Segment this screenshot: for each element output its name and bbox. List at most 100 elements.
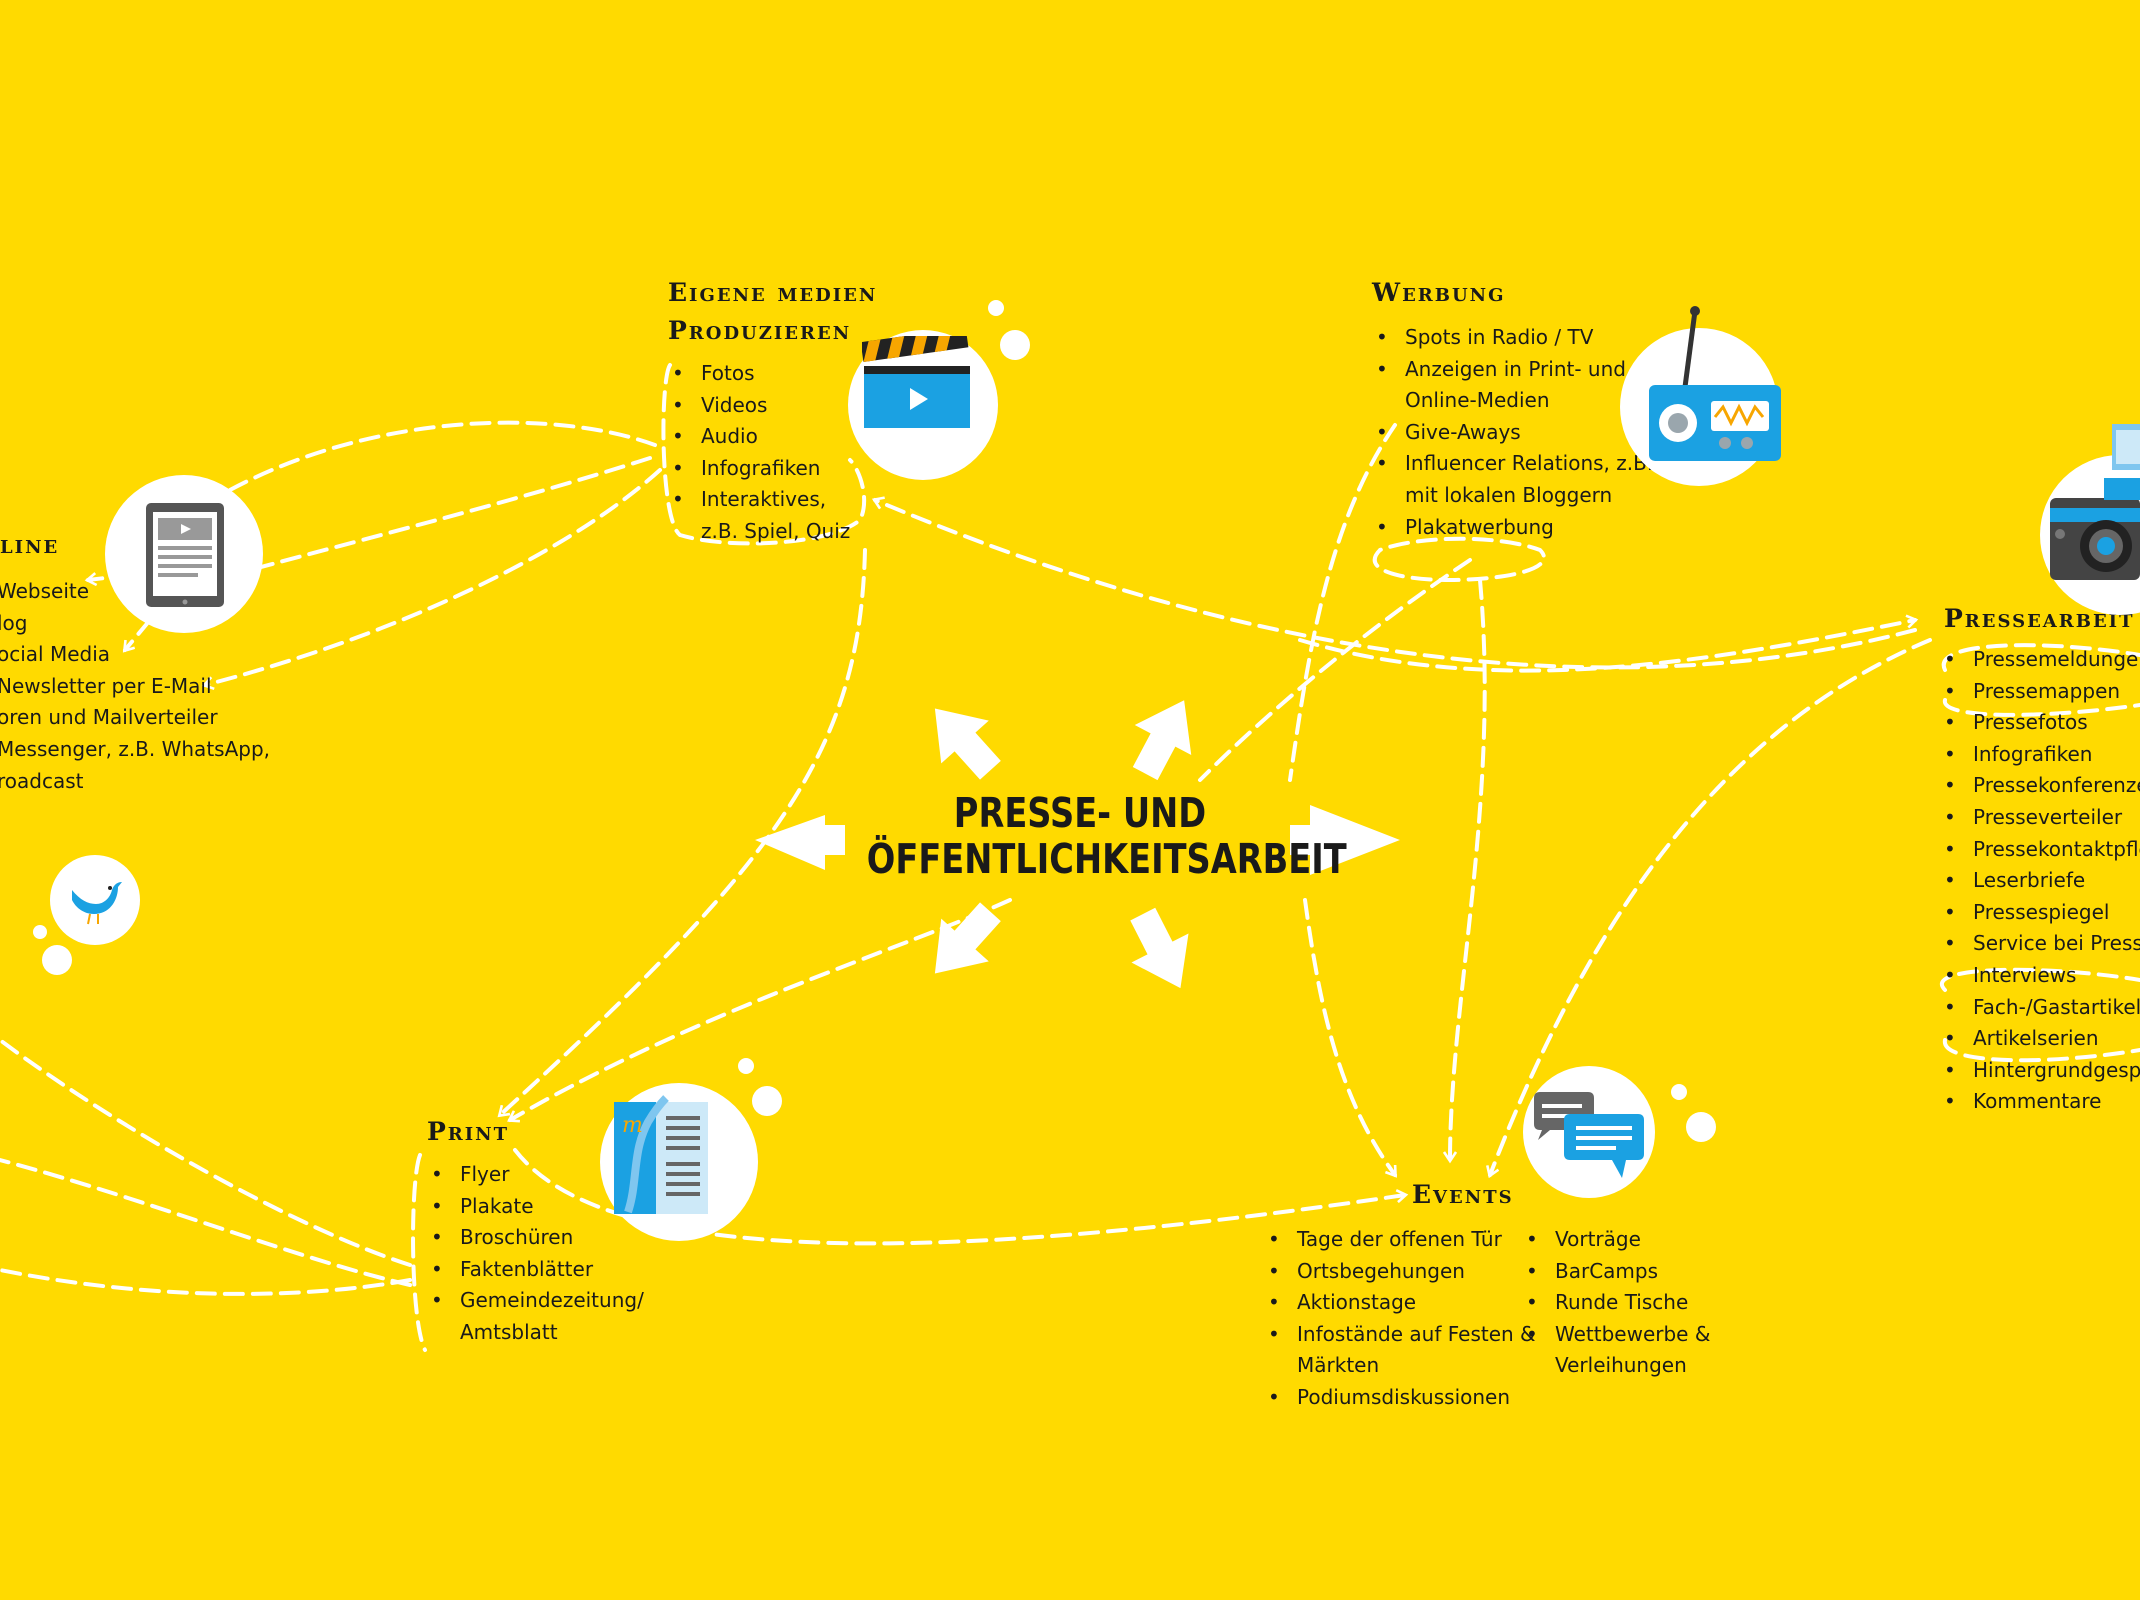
list-item: Pressekontaktpflege	[1940, 834, 2140, 866]
speech-bubbles-icon	[1534, 1092, 1644, 1178]
list-item: Spots in Radio / TV	[1372, 322, 1653, 354]
svg-text:m: m	[622, 1113, 643, 1138]
small-bubble	[1686, 1112, 1716, 1142]
list-item: Wettbewerbe & Verleihungen	[1522, 1319, 1710, 1382]
small-bubble	[988, 300, 1004, 316]
list-item: Gemeindezeitung/Amtsblatt	[427, 1285, 644, 1348]
section-pressearbeit: Pressearbeit Pressemeldungen Pressemappe…	[1940, 600, 2140, 1118]
list-item: Pressemeldungen	[1940, 644, 2140, 676]
item-line: Anzeigen in Print- und	[1405, 356, 1626, 381]
list-item: log	[0, 608, 270, 640]
center-title-line1: PRESSE- UND	[953, 789, 1207, 837]
list-item: Infostände auf Festen & Märkten	[1264, 1319, 1536, 1382]
center-title: PRESSE- UND ÖFFENTLICHKEITSARBEIT	[866, 789, 1347, 883]
section-online: line Webseite log ocial Media Newsletter…	[0, 526, 270, 797]
events-columns: Tage der offenen Tür Ortsbegehungen Akti…	[1264, 1214, 1710, 1414]
list-item: Runde Tische	[1522, 1287, 1710, 1319]
small-bubble	[33, 925, 47, 939]
list-item: Infografiken	[668, 453, 877, 485]
item-line: roadcast	[0, 768, 84, 793]
small-bubble	[738, 1058, 754, 1074]
list-item: Artikelserien	[1940, 1023, 2140, 1055]
item-list: Flyer Plakate Broschüren Faktenblätter G…	[427, 1159, 644, 1349]
list-item: Infografiken	[1940, 739, 2140, 771]
section-title: Print	[427, 1117, 510, 1146]
small-bubble	[42, 945, 72, 975]
radio-icon	[1649, 306, 1781, 461]
list-item: Influencer Relations, z.B. mit lokalen Bl…	[1372, 448, 1653, 511]
list-item: Interviews	[1940, 960, 2140, 992]
list-item: Leserbriefe	[1940, 865, 2140, 897]
item-list: Fotos Videos Audio Infografiken Interakt…	[668, 358, 877, 548]
section-title: Events	[1412, 1180, 1514, 1209]
section-events: Events Tage der offenen Tür Ortsbegehung…	[1264, 1176, 1710, 1414]
magazine-icon: m	[614, 1095, 708, 1214]
list-item: Interaktives, z.B. Spiel, Quiz	[668, 484, 877, 547]
list-item: Hintergrundgesprä	[1940, 1055, 2140, 1087]
item-line: Gemeindezeitung/	[460, 1288, 644, 1313]
list-item: Audio	[668, 421, 877, 453]
item-line: Messenger, z.B. WhatsApp,	[0, 736, 271, 761]
camera-icon	[2050, 424, 2140, 580]
list-item: BarCamps	[1522, 1256, 1710, 1288]
section-werbung: Werbung Spots in Radio / TV Anzeigen in …	[1372, 274, 1653, 543]
list-item: Videos	[668, 390, 877, 422]
list-item: Presseverteiler	[1940, 802, 2140, 834]
item-line: Online-Medien	[1405, 388, 1550, 413]
section-title-line1: Eigene medien	[668, 278, 878, 307]
item-line: Infostände auf Festen &	[1297, 1321, 1536, 1346]
center-arrows	[755, 700, 1400, 989]
item-line: z.B. Spiel, Quiz	[701, 518, 851, 543]
item-list: Spots in Radio / TV Anzeigen in Print- u…	[1372, 322, 1653, 543]
item-line: mit lokalen Bloggern	[1405, 482, 1613, 507]
list-item: Messenger, z.B. WhatsApp, roadcast	[0, 734, 270, 797]
small-bubble	[1000, 330, 1030, 360]
list-item: Aktionstage	[1264, 1287, 1522, 1319]
list-item: oren und Mailverteiler	[0, 702, 270, 734]
item-line: Amtsblatt	[460, 1319, 558, 1344]
list-item: Pressemappen	[1940, 676, 2140, 708]
small-bubble	[752, 1086, 782, 1116]
film-clapper-icon	[862, 336, 970, 428]
section-print: Print Flyer Plakate Broschüren Faktenblä…	[427, 1113, 644, 1349]
center-title-line2: ÖFFENTLICHKEITSARBEIT	[866, 835, 1347, 883]
list-item: Pressekonferenzen	[1940, 770, 2140, 802]
list-item: Fach-/Gastartikel	[1940, 992, 2140, 1024]
list-item: Give-Aways	[1372, 417, 1653, 449]
small-bubble	[1671, 1084, 1687, 1100]
section-title: line	[0, 530, 60, 559]
item-line: Märkten	[1297, 1353, 1380, 1378]
item-list: Pressemeldungen Pressemappen Pressefotos…	[1940, 644, 2140, 1118]
list-item: Faktenblätter	[427, 1254, 644, 1286]
item-line: Influencer Relations, z.B.	[1405, 451, 1654, 476]
item-list-right: Vorträge BarCamps Runde Tische Wettbewer…	[1522, 1224, 1710, 1414]
section-title: Werbung	[1372, 278, 1506, 307]
list-item: Plakatwerbung	[1372, 512, 1653, 544]
list-item: Service bei Pressean	[1940, 928, 2140, 960]
list-item: Fotos	[668, 358, 877, 390]
item-list-left: Tage der offenen Tür Ortsbegehungen Akti…	[1264, 1224, 1536, 1414]
list-item: Kommentare	[1940, 1086, 2140, 1118]
list-item: Broschüren	[427, 1222, 644, 1254]
item-line: Interaktives,	[701, 487, 827, 512]
item-line: Verleihungen	[1555, 1353, 1687, 1378]
list-item: Webseite	[0, 576, 270, 608]
list-item: Ortsbegehungen	[1264, 1256, 1522, 1288]
list-item: Pressespiegel	[1940, 897, 2140, 929]
bird-icon	[72, 882, 122, 925]
list-item: Vorträge	[1522, 1224, 1710, 1256]
list-item: Plakate	[427, 1191, 644, 1223]
list-item: Flyer	[427, 1159, 644, 1191]
icon-bubble-twitter	[50, 855, 140, 945]
list-item: ocial Media	[0, 639, 270, 671]
section-title-line2: Produzieren	[668, 316, 852, 345]
section-eigene-medien: Eigene medien Produzieren Fotos Videos A…	[668, 274, 877, 548]
list-item: Tage der offenen Tür	[1264, 1224, 1522, 1256]
item-line: Wettbewerbe &	[1555, 1321, 1711, 1346]
tablet-video-icon	[146, 503, 224, 607]
list-item: Pressefotos	[1940, 707, 2140, 739]
item-list: Webseite log ocial Media Newsletter per …	[0, 576, 270, 797]
list-item: Podiumsdiskussionen	[1264, 1382, 1522, 1414]
